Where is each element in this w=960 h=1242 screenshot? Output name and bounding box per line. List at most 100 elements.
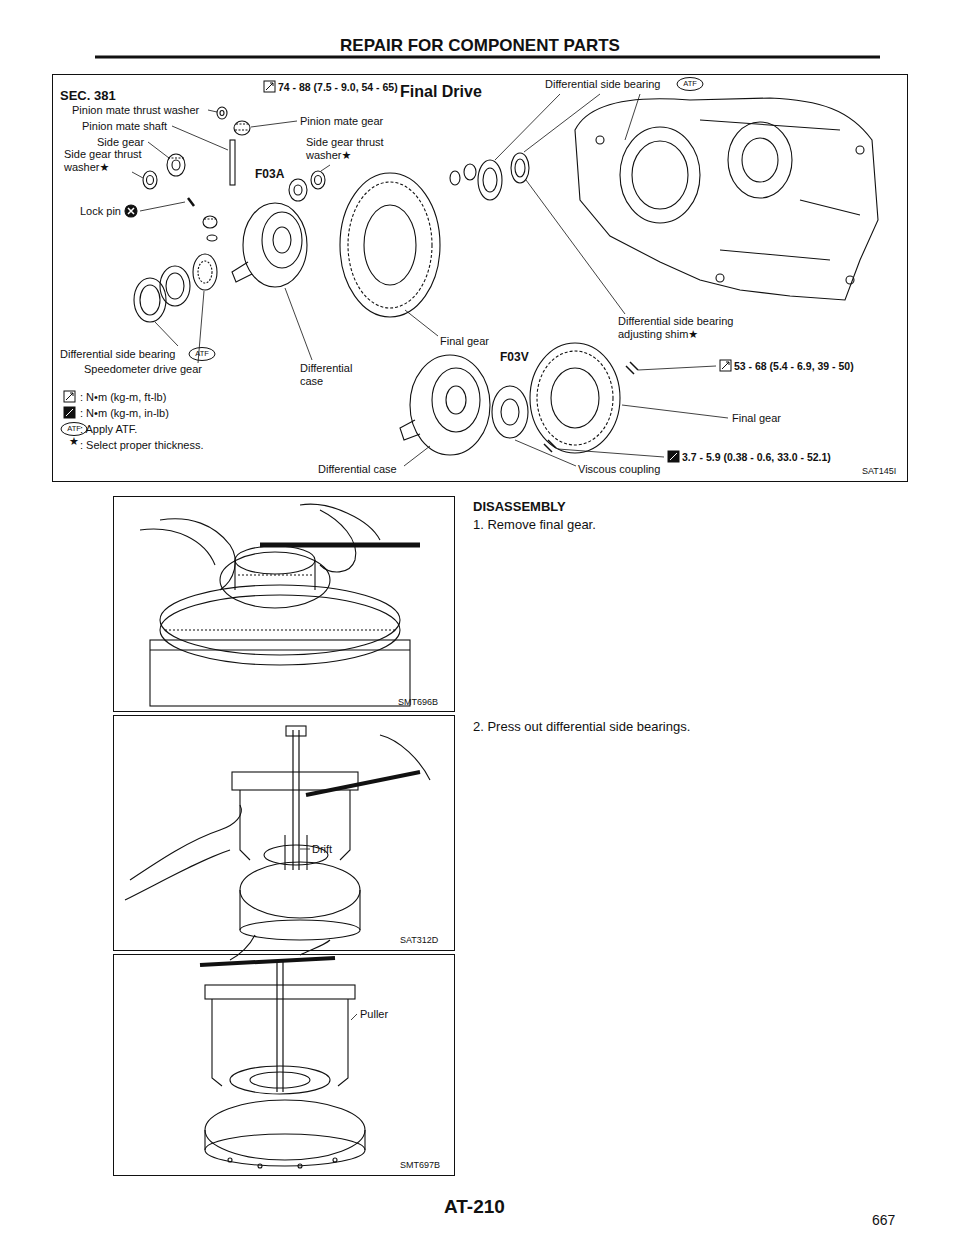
f03a-parts-ellipse	[147, 176, 154, 185]
legend-text: : N•m (kg-m, in-lb)	[80, 407, 169, 419]
press-bearing-figure-path	[306, 772, 420, 795]
figure-code: SMT697B	[400, 1160, 440, 1170]
leader-line-path	[351, 1014, 357, 1020]
press-bearing-figure-path	[125, 850, 230, 900]
press-bearing-figure-path	[240, 890, 360, 930]
leader-line	[132, 94, 728, 466]
f03a-parts-ellipse	[311, 171, 325, 189]
f03a-parts-ellipse	[315, 176, 322, 185]
torque-spec: 74 - 88 (7.5 - 9.0, 54 - 65)	[278, 81, 398, 93]
f03a-parts-ellipse	[515, 159, 525, 177]
section-number: SEC. 381	[60, 89, 116, 104]
section-heading: Final Drive	[400, 83, 482, 101]
f03a-parts-ellipse	[348, 182, 432, 308]
f03a-parts-ellipse	[140, 285, 160, 315]
transaxle-housing	[575, 98, 878, 300]
leader-line-path	[148, 142, 169, 158]
leader-line-path	[495, 94, 560, 160]
legend-text: : Apply ATF.	[80, 423, 137, 435]
f03a-parts-ellipse	[340, 173, 440, 317]
puller-figure-path	[230, 935, 330, 960]
puller-figure-path	[212, 999, 348, 1086]
press-bearing-figure-path	[293, 730, 299, 870]
leader-line-path	[321, 165, 330, 171]
leader-line-path	[140, 202, 185, 211]
figure-code: SAT312D	[400, 935, 438, 945]
part-name: Differential case	[300, 362, 370, 387]
f03a-parts-ellipse	[243, 203, 307, 287]
transaxle-housing-circle	[856, 146, 864, 154]
f03a-parts-ellipse	[207, 235, 217, 241]
atf-symbol	[61, 78, 703, 436]
transaxle-housing-path	[700, 120, 860, 260]
f03v-parts	[400, 343, 638, 455]
step-text: 1. Remove final gear.	[473, 518, 596, 533]
tool-name: Drift	[312, 843, 332, 856]
torque-icon	[64, 81, 731, 462]
tool-name: Puller	[360, 1008, 388, 1021]
atf-symbol-text: ATF	[678, 78, 702, 90]
remove-final-gear-figure-path	[160, 519, 235, 590]
leader-line-path	[208, 110, 217, 112]
part-name: Final gear	[440, 335, 489, 348]
transaxle-housing-circle	[846, 276, 854, 284]
legend-row: : N•m (kg-m, ft-lb)	[80, 391, 166, 404]
puller-figure-ellipse	[230, 1066, 330, 1094]
leader-line-path	[515, 440, 576, 466]
puller-figure-path	[200, 958, 335, 965]
part-name: Side gear	[97, 136, 144, 149]
f03a-parts-ellipse	[511, 153, 529, 183]
part-name: Differential case	[318, 463, 397, 476]
torque-spec: 53 - 68 (5.4 - 6.9, 39 - 50)	[734, 360, 854, 372]
f03a-parts-ellipse	[289, 179, 307, 201]
torque-icon-rect	[668, 451, 679, 462]
figure-frame: SMT696B	[113, 496, 455, 712]
f03v-parts-ellipse	[446, 386, 466, 414]
f03v-parts-ellipse	[410, 355, 490, 455]
remove-final-gear-figure-path	[150, 649, 410, 650]
transaxle-housing-circle	[596, 136, 604, 144]
leader-line-path	[558, 449, 664, 457]
remove-final-gear-figure-path	[238, 574, 312, 575]
page-title: REPAIR FOR COMPONENT PARTS	[0, 36, 960, 56]
legend-symbol: ★	[69, 435, 79, 448]
torque-icon-rect	[64, 391, 75, 402]
f03a-parts-ellipse	[160, 266, 190, 306]
remove-final-gear-figure-path	[235, 560, 315, 590]
puller-figure-circle	[298, 1164, 302, 1168]
model-code: F03A	[255, 168, 284, 182]
figure-code: SMT696B	[398, 697, 438, 707]
remove-final-gear-figure-rect	[150, 640, 410, 706]
f03a-parts	[134, 107, 529, 322]
legend-text: : N•m (kg-m, ft-lb)	[80, 391, 166, 403]
remove-final-gear-figure	[140, 504, 420, 706]
leader-line-path	[638, 366, 716, 370]
leader-line-path	[625, 94, 640, 140]
figure-code: SAT145I	[862, 466, 896, 476]
f03a-parts-ellipse	[193, 254, 217, 290]
figure-frame: DriftSAT312D	[113, 715, 455, 951]
puller-figure-path	[205, 1130, 365, 1150]
f03a-parts-ellipse	[220, 111, 224, 116]
figure-frame: PullerSMT697B	[113, 954, 455, 1176]
f03a-parts-path	[235, 124, 249, 130]
f03a-parts-ellipse	[294, 185, 302, 195]
leader-line	[300, 849, 310, 850]
puller-figure-circle	[228, 1158, 232, 1162]
transaxle-housing-ellipse	[632, 141, 688, 209]
puller-figure-ellipse	[205, 1134, 365, 1166]
leader-line-path	[404, 446, 430, 466]
torque-icon-path	[670, 453, 677, 460]
f03v-parts-ellipse	[551, 368, 599, 428]
leader-line-path	[285, 288, 312, 360]
page-number: 667	[872, 1212, 895, 1228]
puller-figure-circle	[258, 1164, 262, 1168]
f03a-parts-rect	[230, 140, 235, 185]
part-name: Differential side bearing adjusting shim…	[618, 315, 768, 340]
torque-icon-path	[266, 83, 273, 90]
leader-line-path	[155, 322, 178, 346]
puller-figure-rect	[205, 985, 355, 999]
part-name: Pinion mate gear	[300, 115, 383, 128]
remove-final-gear-figure-ellipse	[160, 595, 400, 665]
